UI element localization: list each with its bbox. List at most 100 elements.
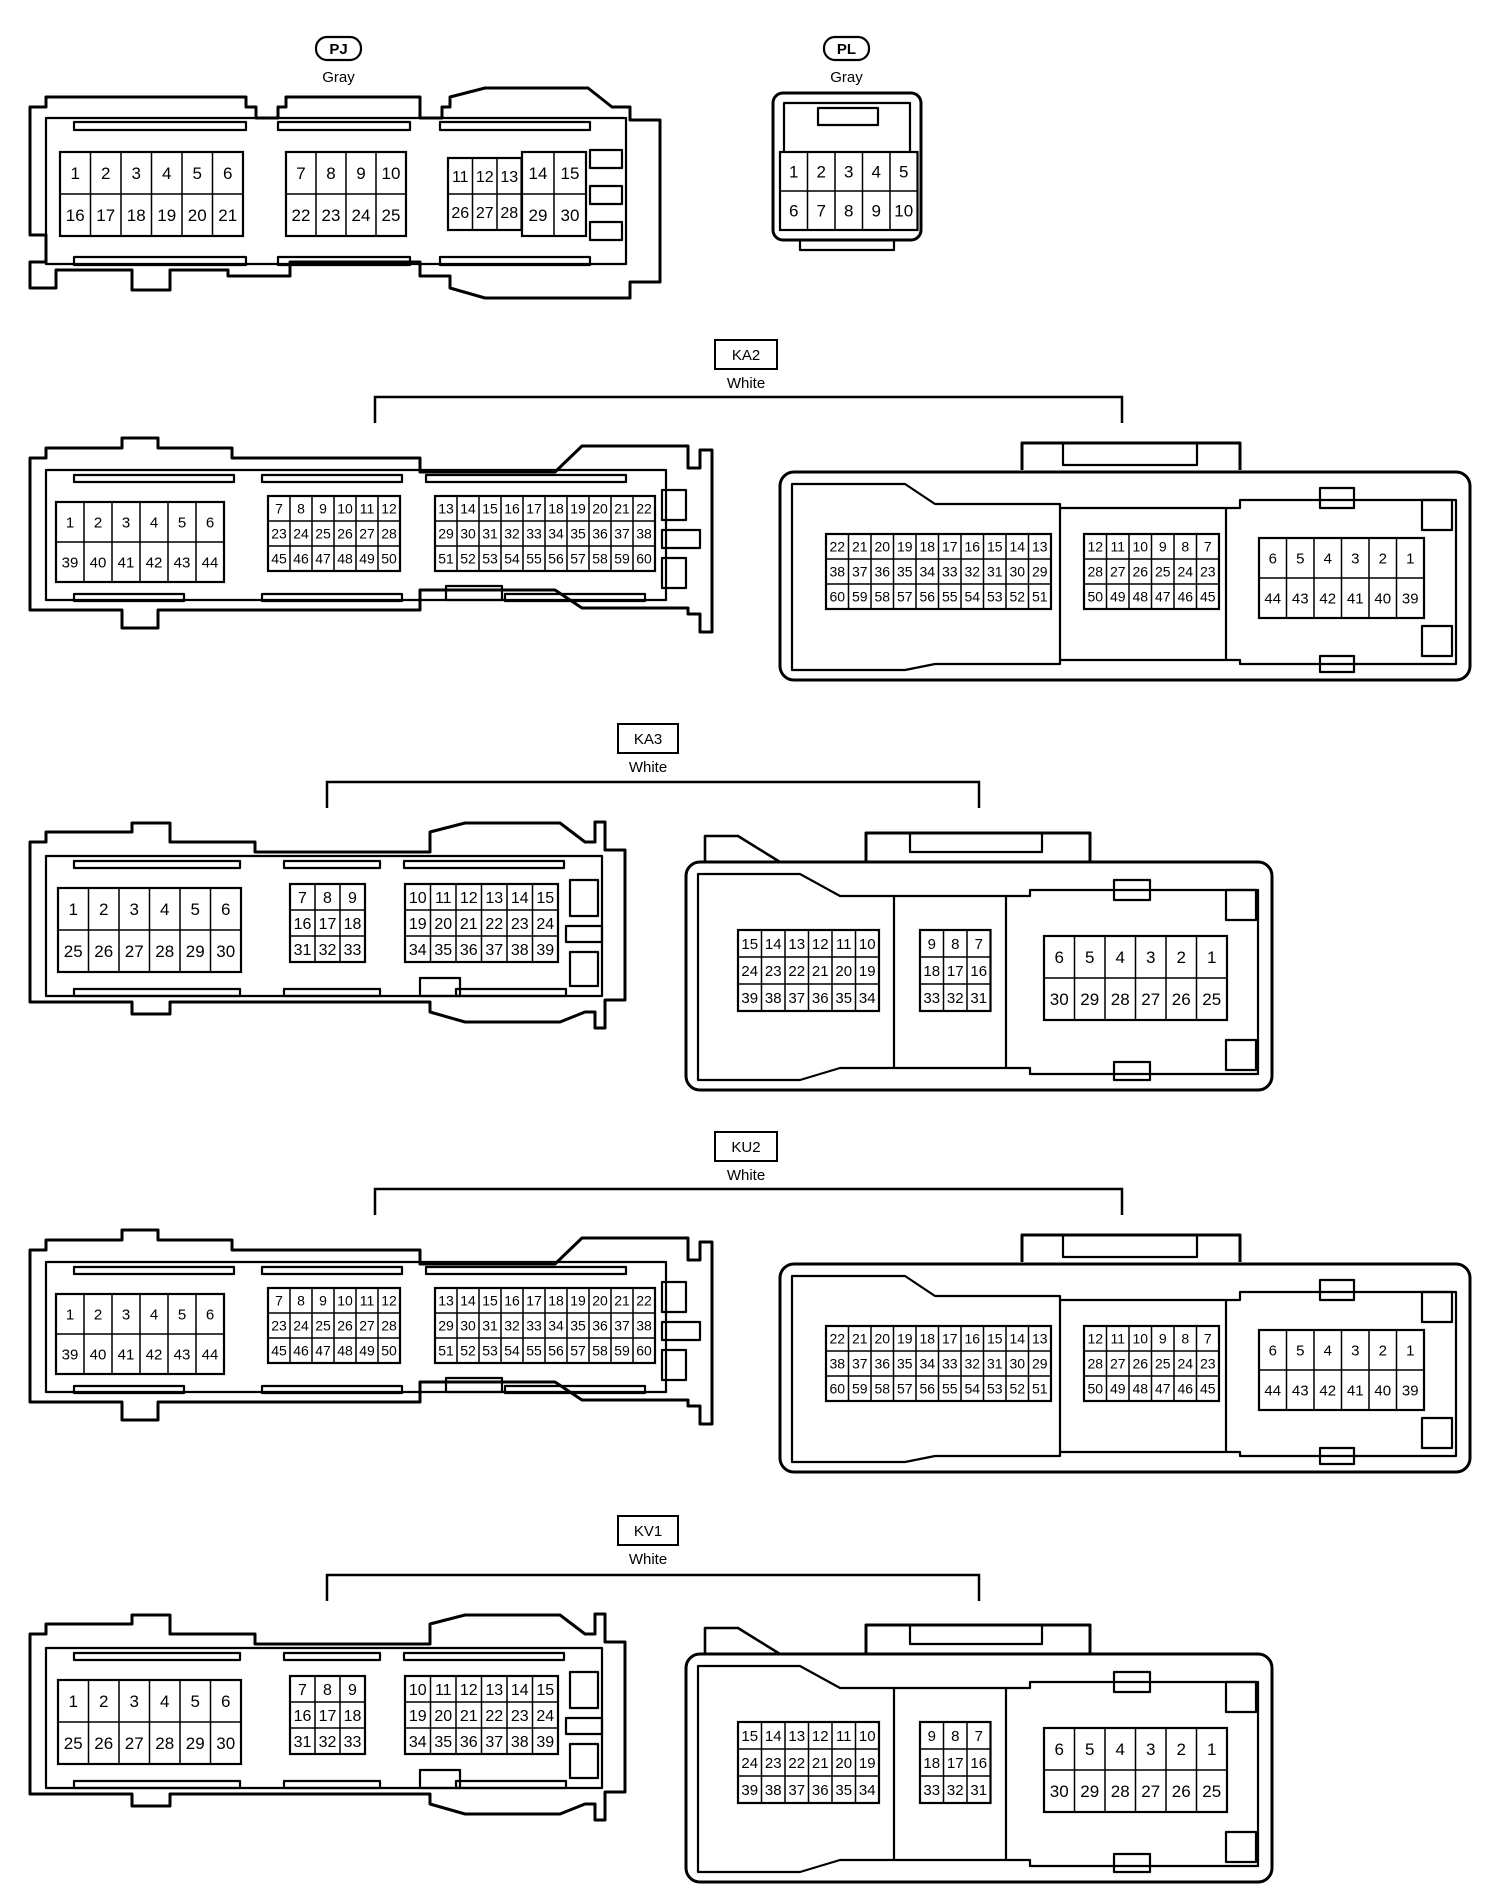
pin-number: 39 — [1402, 1382, 1419, 1399]
pin-number: 40 — [90, 1346, 107, 1363]
pin-number: 54 — [964, 1381, 980, 1397]
pin-number: 38 — [511, 942, 529, 959]
pin-number: 37 — [788, 990, 805, 1007]
pin-number: 24 — [741, 963, 758, 980]
pin-number: 13 — [788, 936, 805, 953]
pin-number: 18 — [548, 501, 564, 517]
pin-number: 31 — [482, 526, 498, 542]
pin-number: 33 — [344, 1734, 362, 1751]
pin-number: 36 — [460, 942, 478, 959]
pin-cell — [209, 1721, 242, 1765]
housing-slot — [588, 148, 624, 170]
pin-number: 16 — [504, 1293, 520, 1309]
pin-number: 46 — [293, 1343, 309, 1359]
pin-number: 24 — [293, 526, 309, 542]
pin-number: 12 — [381, 501, 397, 517]
pin-number: 12 — [460, 1682, 478, 1699]
pin-number: 22 — [829, 539, 845, 555]
connector-kv1-female-top-tab — [864, 1623, 1092, 1654]
pin-number: 52 — [460, 551, 476, 567]
housing-slot — [1420, 624, 1454, 658]
connector-ka2-header: KA2 White — [373, 339, 1124, 423]
pin-number: 14 — [1009, 539, 1025, 555]
pin-number: 28 — [1111, 1782, 1130, 1801]
pin-number: 13 — [485, 890, 503, 907]
pin-cell — [966, 983, 992, 1012]
housing-slot — [276, 255, 412, 267]
pin-number: 20 — [188, 206, 207, 225]
pin-number: 2 — [101, 164, 110, 183]
pin-number: 22 — [485, 916, 503, 933]
housing-slot — [72, 120, 248, 132]
connector-pl-bottom-lip — [798, 240, 896, 252]
connector-pl-color: Gray — [830, 69, 863, 86]
pin-number: 39 — [741, 990, 758, 1007]
pin-number: 10 — [859, 1728, 876, 1745]
pin-number: 45 — [271, 551, 287, 567]
pin-number: 58 — [874, 1381, 890, 1397]
pin-number: 33 — [942, 564, 958, 580]
pin-number: 25 — [1155, 564, 1171, 580]
pin-number: 7 — [1204, 1331, 1212, 1347]
pin-number: 36 — [592, 1318, 608, 1334]
pin-number: 27 — [125, 942, 144, 961]
pin-number: 48 — [1132, 1381, 1148, 1397]
pin-number: 3 — [130, 1692, 139, 1711]
pin-number: 13 — [438, 1293, 454, 1309]
connector-kv1-female-left-tab — [703, 1626, 781, 1656]
housing-slot — [72, 255, 248, 267]
pin-number: 35 — [835, 1782, 852, 1799]
pin-number: 4 — [1116, 948, 1125, 967]
housing-slot — [588, 184, 624, 206]
pin-number: 37 — [788, 1782, 805, 1799]
pin-number: 21 — [614, 501, 630, 517]
pin-number: 27 — [1110, 564, 1126, 580]
pin-number: 13 — [485, 1682, 503, 1699]
pin-number: 5 — [178, 1306, 186, 1323]
pin-number: 41 — [118, 1346, 135, 1363]
pin-number: 33 — [942, 1356, 958, 1372]
housing-slot — [1224, 1680, 1258, 1714]
pin-number: 9 — [348, 1682, 357, 1699]
housing-slot — [260, 1265, 404, 1276]
connector-ku2-code: KU2 — [731, 1139, 760, 1156]
pin-number: 19 — [409, 916, 427, 933]
pin-number: 54 — [504, 1343, 520, 1359]
pin-number: 11 — [1110, 539, 1125, 555]
pin-cell — [1395, 577, 1425, 619]
pin-number: 56 — [919, 1381, 935, 1397]
pin-number: 4 — [1116, 1740, 1125, 1759]
connector-pl-header: PL Gray — [822, 35, 871, 86]
pin-number: 46 — [1177, 589, 1193, 605]
pin-number: 33 — [344, 942, 362, 959]
housing-slot — [1224, 888, 1258, 922]
pin-number: 20 — [874, 1331, 890, 1347]
pin-cell — [1027, 583, 1052, 610]
housing-slot — [424, 1265, 628, 1276]
pin-number: 34 — [548, 526, 564, 542]
pin-number: 28 — [155, 1734, 174, 1753]
pin-number: 35 — [570, 526, 586, 542]
pin-number: 19 — [859, 1755, 876, 1772]
pin-number: 16 — [294, 1708, 312, 1725]
pin-number: 34 — [548, 1318, 564, 1334]
pin-number: 44 — [1264, 1382, 1281, 1399]
pin-number: 46 — [293, 551, 309, 567]
connector-kv1-color: White — [629, 1551, 667, 1568]
pin-number: 36 — [874, 564, 890, 580]
pin-number: 6 — [221, 1692, 230, 1711]
pin-number: 3 — [122, 514, 130, 531]
housing-slot — [72, 592, 186, 603]
pin-number: 10 — [337, 501, 353, 517]
connector-ka2-female-top-tab — [1020, 441, 1242, 470]
pin-number: 17 — [526, 501, 542, 517]
housing-slot — [260, 1384, 404, 1395]
housing-slot — [660, 556, 688, 590]
pin-number: 8 — [844, 202, 853, 221]
pin-number: 40 — [1374, 590, 1391, 607]
pin-number: 14 — [765, 936, 782, 953]
pin-number: 20 — [835, 963, 852, 980]
